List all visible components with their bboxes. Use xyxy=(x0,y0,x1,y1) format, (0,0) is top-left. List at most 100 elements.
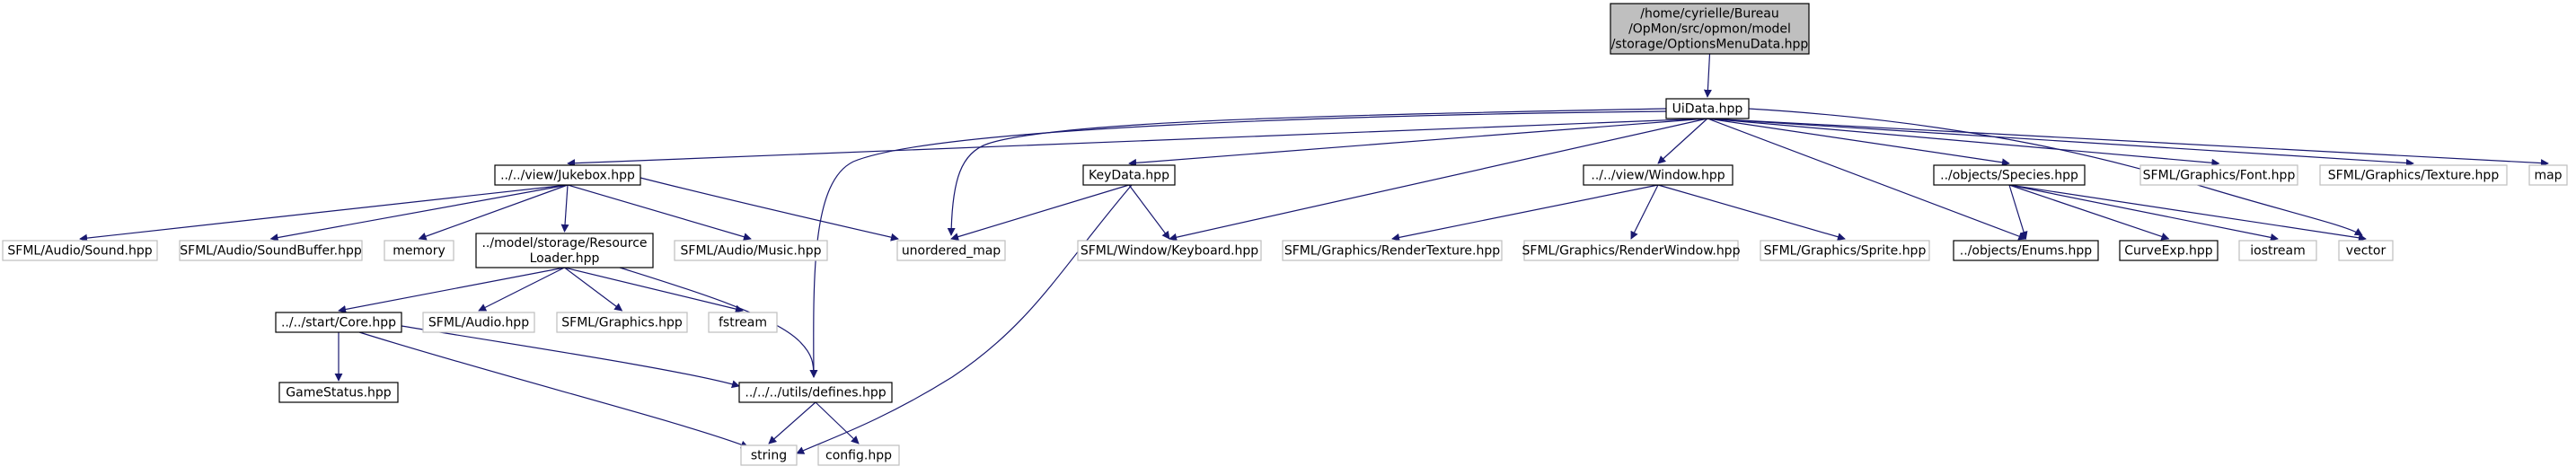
node-label: unordered_map xyxy=(902,244,1001,259)
node-box xyxy=(1282,240,1503,261)
edge-ResourceLoader-to-Graphics xyxy=(564,267,623,312)
node-Core[interactable]: ../../start/Core.hpp xyxy=(275,312,402,333)
edge-Window-to-RenderWindow xyxy=(1630,184,1659,240)
node-box xyxy=(556,312,688,333)
edge-KeyData-to-string xyxy=(796,184,1133,454)
edge-Window-to-RenderTexture xyxy=(1391,184,1659,242)
node-label: /home/cyrielle/Bureau xyxy=(1640,7,1778,22)
node-Jukebox[interactable]: ../../view/Jukebox.hpp xyxy=(494,164,641,186)
edge-Species-to-Enums xyxy=(2008,184,2028,240)
node-Window[interactable]: ../../view/Window.hpp xyxy=(1583,164,1734,186)
node-iostream: iostream xyxy=(2238,240,2317,261)
edge-Species-to-iostream xyxy=(2008,184,2279,242)
node-box xyxy=(1523,240,1739,261)
node-label: ../../start/Core.hpp xyxy=(281,316,396,330)
node-box xyxy=(708,312,778,333)
node-defines[interactable]: ../../../utils/defines.hpp xyxy=(738,382,893,403)
edge-UiData-to-Font xyxy=(1707,118,2220,167)
node-label: vector xyxy=(2346,244,2386,259)
node-label: Loader.hpp xyxy=(530,251,600,266)
node-box xyxy=(1077,240,1262,261)
node-GameStatus[interactable]: GameStatus.hpp xyxy=(278,382,399,403)
node-Graphics: SFML/Graphics.hpp xyxy=(556,312,688,333)
node-vector: vector xyxy=(2338,240,2394,261)
node-label: SFML/Graphics.hpp xyxy=(561,316,683,330)
node-label: string xyxy=(751,449,787,463)
edge-UiData-to-Window xyxy=(1657,118,1708,164)
node-label: ../../view/Jukebox.hpp xyxy=(500,169,635,183)
edge-Jukebox-to-ResourceLoader xyxy=(560,184,569,233)
node-box xyxy=(2528,164,2568,186)
edge-UiData-to-Jukebox xyxy=(567,118,1708,168)
node-fstream: fstream xyxy=(708,312,778,333)
node-layer: /home/cyrielle/Bureau/OpMon/src/opmon/mo… xyxy=(2,3,2568,466)
node-KeyData[interactable]: KeyData.hpp xyxy=(1082,164,1176,186)
node-box xyxy=(384,240,454,261)
node-box xyxy=(1583,164,1734,186)
edge-Species-to-vector xyxy=(2008,184,2367,242)
node-box xyxy=(278,382,399,403)
node-label: memory xyxy=(393,244,446,259)
node-label: SFML/Audio.hpp xyxy=(428,316,529,330)
edge-Jukebox-to-memory xyxy=(418,184,569,241)
node-label: SFML/Graphics/Texture.hpp xyxy=(2328,169,2500,183)
edge-Species-to-CurveExp xyxy=(2008,184,2170,241)
node-Keyboard: SFML/Window/Keyboard.hpp xyxy=(1077,240,1262,261)
node-box xyxy=(2338,240,2394,261)
edge-ResourceLoader-to-Core xyxy=(338,267,565,313)
edge-Jukebox-to-SoundBuffer xyxy=(269,184,569,242)
node-string: string xyxy=(740,444,798,466)
edge-Window-to-Sprite xyxy=(1657,184,1846,242)
node-box xyxy=(740,444,798,466)
edge-OptionsMenuData-to-UiData xyxy=(1703,53,1712,98)
edge-ResourceLoader-to-fstream xyxy=(564,267,744,313)
node-box xyxy=(1953,240,2099,261)
node-label: KeyData.hpp xyxy=(1089,169,1169,183)
node-Species[interactable]: ../objects/Species.hpp xyxy=(1933,164,2086,186)
node-Sound: SFML/Audio/Sound.hpp xyxy=(2,240,158,261)
node-memory: memory xyxy=(384,240,454,261)
node-box xyxy=(817,444,900,466)
node-unordered_map: unordered_map xyxy=(896,240,1006,261)
edge-Jukebox-to-Music xyxy=(567,184,752,242)
node-CurveExp[interactable]: CurveExp.hpp xyxy=(2119,240,2219,261)
node-RenderTexture: SFML/Graphics/RenderTexture.hpp xyxy=(1282,240,1503,261)
node-label: ../../../utils/defines.hpp xyxy=(745,386,886,400)
node-box xyxy=(1665,98,1750,119)
node-label: GameStatus.hpp xyxy=(286,386,392,400)
edge-KeyData-to-Keyboard xyxy=(1128,184,1170,240)
node-Enums[interactable]: ../objects/Enums.hpp xyxy=(1953,240,2099,261)
node-label: CurveExp.hpp xyxy=(2124,244,2213,259)
edge-UiData-to-Species xyxy=(1707,118,2010,167)
node-Sprite: SFML/Graphics/Sprite.hpp xyxy=(1760,240,1930,261)
node-config: config.hpp xyxy=(817,444,900,466)
node-label: SFML/Audio/SoundBuffer.hpp xyxy=(180,244,362,259)
node-label: iostream xyxy=(2250,244,2306,259)
node-OptionsMenuData[interactable]: /home/cyrielle/Bureau/OpMon/src/opmon/mo… xyxy=(1610,3,1810,55)
node-label: SFML/Window/Keyboard.hpp xyxy=(1081,244,1258,259)
node-label: SFML/Graphics/RenderWindow.hpp xyxy=(1522,244,1741,259)
node-label: ../model/storage/Resource xyxy=(481,236,647,251)
node-Audio: SFML/Audio.hpp xyxy=(422,312,535,333)
node-label: SFML/Audio/Music.hpp xyxy=(681,244,822,259)
edge-UiData-to-KeyData xyxy=(1128,118,1708,167)
edge-Jukebox-to-unordered_map xyxy=(640,177,899,242)
node-label: /OpMon/src/opmon/model xyxy=(1628,22,1791,37)
node-label: UiData.hpp xyxy=(1672,102,1743,117)
node-label: map xyxy=(2534,169,2562,183)
node-label: fstream xyxy=(719,316,767,330)
node-label: /storage/OptionsMenuData.hpp xyxy=(1611,38,1809,52)
node-label: SFML/Audio/Sound.hpp xyxy=(7,244,152,259)
edge-ResourceLoader-to-Audio xyxy=(478,267,565,312)
node-label: SFML/Graphics/Font.hpp xyxy=(2143,169,2296,183)
edge-UiData-to-Enums xyxy=(1707,118,2027,241)
edge-defines-to-string xyxy=(768,401,816,444)
node-Music: SFML/Audio/Music.hpp xyxy=(674,240,828,261)
node-box xyxy=(2119,240,2219,261)
edge-Core-to-defines xyxy=(401,325,740,389)
node-UiData[interactable]: UiData.hpp xyxy=(1665,98,1750,119)
node-box xyxy=(2238,240,2317,261)
node-box xyxy=(2139,164,2298,186)
